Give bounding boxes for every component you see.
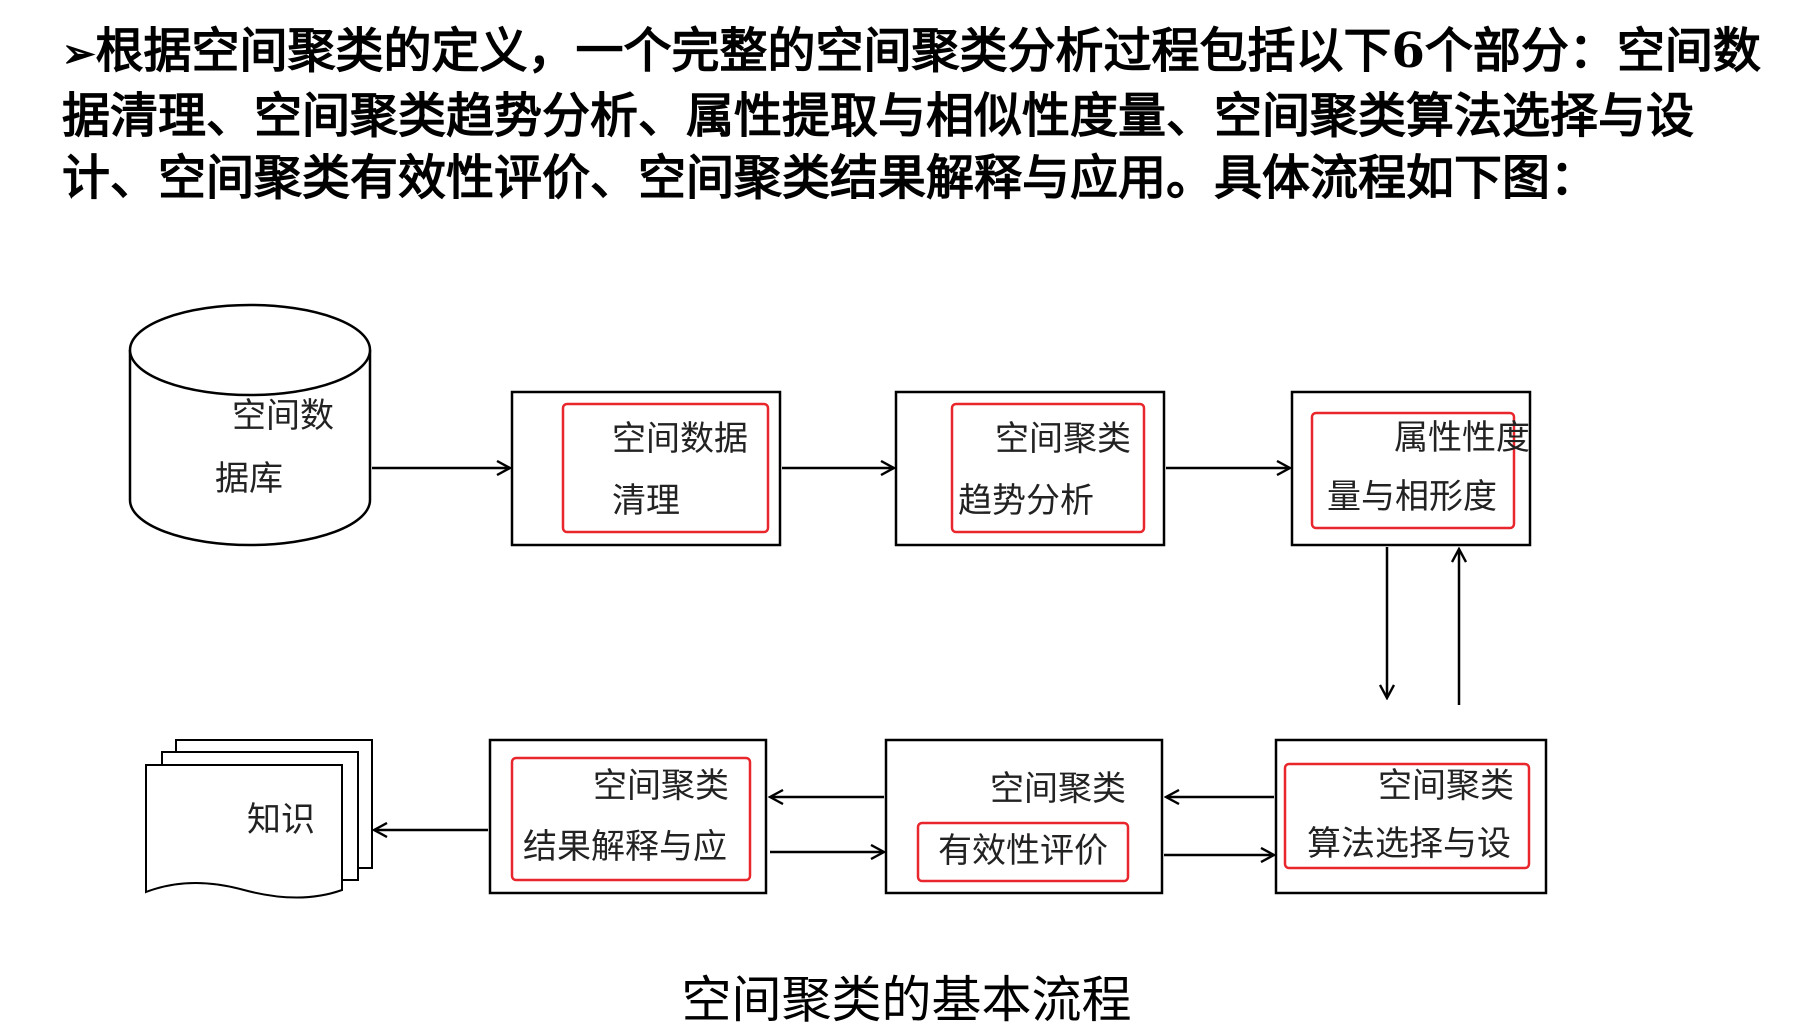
knowledge-document-stack: 知识 [145,739,373,899]
database-cylinder: 空间数 据库 [128,303,372,547]
database-label-line2: 据库 [215,459,283,499]
step-attribute-similarity: 属性性度 量与相形度 [1290,390,1532,547]
intro-text: 根据空间聚类的定义，一个完整的空间聚类分析过程包括以下6个部分：空间数据清理、空… [62,23,1761,206]
data-cleaning-label-line1: 空间数据 [612,419,748,459]
step-trend-analysis: 空间聚类 趋势分析 [894,390,1166,547]
interpretation-label-line2: 结果解释与应 [523,827,727,867]
evaluation-label-line1: 空间聚类 [990,769,1126,809]
step-validity-evaluation: 空间聚类 有效性评价 [884,738,1164,895]
step-result-interpretation: 空间聚类 结果解释与应 [488,738,768,895]
attribute-label-line2: 量与相形度 [1327,477,1497,517]
bullet-arrow-icon: ➢ [62,30,96,77]
algorithm-label-line2: 算法选择与设 [1307,824,1511,864]
database-label-line1: 空间数 [232,396,334,436]
data-cleaning-label-line2: 清理 [612,481,680,521]
step-data-cleaning: 空间数据 清理 [510,390,782,547]
intro-paragraph: ➢根据空间聚类的定义，一个完整的空间聚类分析过程包括以下6个部分：空间数据清理、… [62,20,1762,209]
evaluation-label-line2: 有效性评价 [938,831,1108,871]
algorithm-label-line1: 空间聚类 [1378,766,1514,806]
step-algorithm-selection: 空间聚类 算法选择与设 [1274,738,1548,895]
attribute-label-line1: 属性性度 [1394,418,1530,458]
trend-analysis-label-line1: 空间聚类 [995,419,1131,459]
knowledge-label: 知识 [247,800,315,840]
trend-analysis-label-line2: 趋势分析 [958,481,1094,521]
figure-caption: 空间聚类的基本流程 [681,971,1132,1029]
interpretation-label-line1: 空间聚类 [593,766,729,806]
